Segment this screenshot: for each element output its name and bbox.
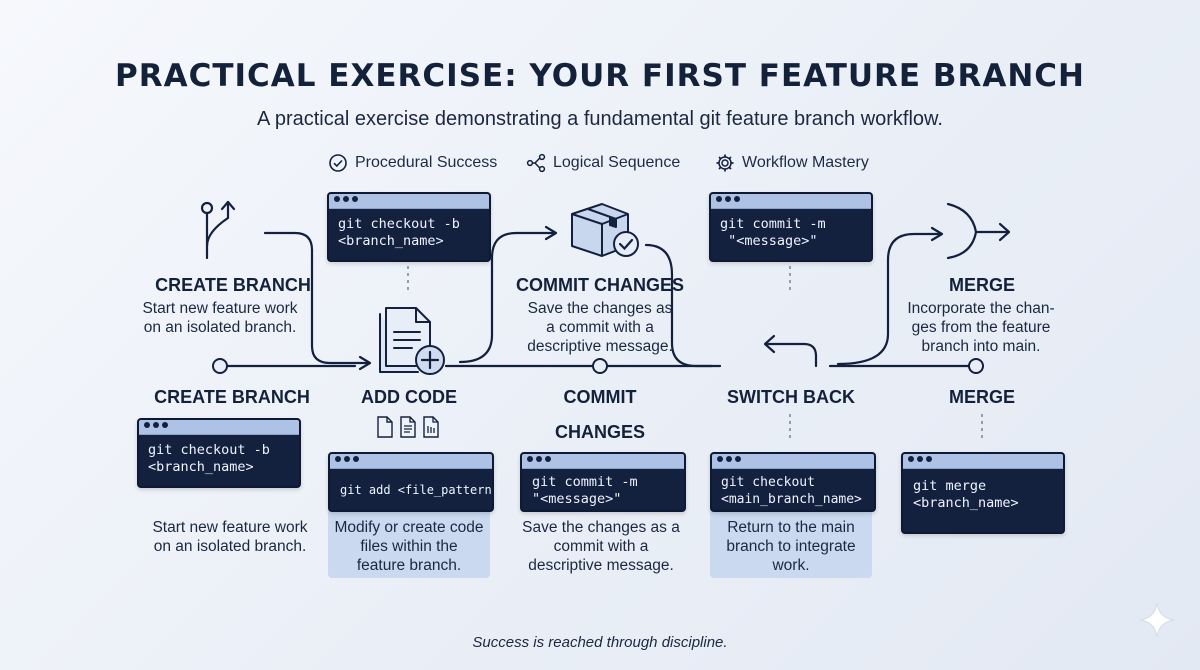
terminal-code: git commit -m"<message>" <box>522 469 684 510</box>
commit-changes-heading: COMMIT CHANGES <box>516 275 684 295</box>
switch-back-heading: SWITCH BACK <box>727 387 855 407</box>
pill-label: Procedural Success <box>355 154 498 171</box>
branch-nodes-icon <box>526 153 546 173</box>
merge-heading: MERGE <box>948 275 1015 295</box>
file-icon <box>377 416 393 438</box>
pill-logical-sequence: Logical Sequence <box>526 152 680 174</box>
terminal-titlebar <box>712 454 874 469</box>
desc-line: descriptive message. <box>527 338 673 355</box>
timeline-node <box>592 358 608 374</box>
desc-line: on an isolated branch. <box>143 319 297 336</box>
switch-back-description: Return to the main branch to integrate w… <box>710 518 872 575</box>
pill-procedural-success: Procedural Success <box>328 152 497 174</box>
commit-step-heading-line2: CHANGES <box>554 422 645 442</box>
return-arrow-icon <box>763 334 818 368</box>
flow-add-to-commit <box>458 231 556 364</box>
merge-arrows-icon <box>946 202 1011 260</box>
terminal-create-branch: git checkout -b<branch_name> <box>137 418 301 488</box>
code-line: "<message>" <box>720 233 818 249</box>
code-line: git commit -m <box>720 216 826 232</box>
file-text-icon <box>400 416 416 438</box>
desc-line: feature branch. <box>356 557 462 574</box>
desc-line: Return to the main <box>727 519 855 536</box>
code-line: <branch_name> <box>913 495 1019 511</box>
footer-tagline: Success is reached through discipline. <box>472 634 728 651</box>
check-circle-icon <box>329 154 347 172</box>
pill-label: Logical Sequence <box>553 154 681 171</box>
merge-step-heading: MERGE <box>948 387 1015 407</box>
code-line: <main_branch_name> <box>721 492 862 507</box>
flow-create-to-add <box>263 231 370 365</box>
desc-line: ges from the feature <box>911 319 1051 336</box>
code-line: <branch_name> <box>148 459 254 475</box>
flow-commit-to-switch <box>644 243 722 368</box>
desc-line: Incorporate the chan- <box>907 300 1055 317</box>
package-check-icon <box>571 203 639 257</box>
code-line: "<message>" <box>532 491 622 507</box>
timeline-node <box>968 358 984 374</box>
terminal-switch-back: git checkout <main_branch_name> <box>710 452 876 512</box>
document-add-icon <box>379 307 445 375</box>
create-branch-step-description: Start new feature work on an isolated br… <box>125 518 335 556</box>
commit-step-heading: COMMIT <box>563 387 637 407</box>
add-code-heading: ADD CODE <box>360 387 457 407</box>
code-line: <branch_name> <box>338 233 444 249</box>
desc-line: descriptive message. <box>528 557 674 574</box>
desc-line: Save the changes as <box>527 300 673 317</box>
terminal-commit-top: git commit -m "<message>" <box>709 192 873 262</box>
terminal-code: git merge<branch_name> <box>903 469 1063 521</box>
code-line: git checkout -b <box>148 442 270 458</box>
merge-description: Incorporate the chan- ges from the featu… <box>895 299 1067 356</box>
desc-line: a commit with a <box>546 319 654 336</box>
desc-line: work. <box>772 557 810 574</box>
terminal-code: git checkout <main_branch_name> <box>712 469 874 510</box>
terminal-commit: git commit -m"<message>" <box>520 452 686 512</box>
page-subtitle: A practical exercise demonstrating a fun… <box>257 108 943 130</box>
commit-changes-description: Save the changes as a commit with a desc… <box>505 299 695 356</box>
file-code-icon <box>423 416 439 438</box>
branch-split-icon <box>200 200 236 260</box>
code-line: git checkout -b <box>338 216 460 232</box>
gear-icon <box>716 154 734 172</box>
desc-line: Modify or create code <box>334 519 484 536</box>
terminal-titlebar <box>329 194 489 209</box>
timeline-node <box>212 358 228 374</box>
terminal-titlebar <box>711 194 871 209</box>
terminal-merge: git merge<branch_name> <box>901 452 1065 534</box>
desc-line: branch to integrate <box>726 538 856 555</box>
sparkle-icon <box>1139 602 1175 638</box>
terminal-add-code: git add <file_pattern> <box>328 452 494 512</box>
terminal-code: git add <file_pattern> <box>340 483 494 497</box>
desc-line: commit with a <box>553 538 649 555</box>
create-branch-description: Start new feature work on an isolated br… <box>130 299 310 337</box>
desc-line: Start new feature work <box>152 519 308 536</box>
desc-line: branch into main. <box>921 338 1041 355</box>
terminal-titlebar <box>139 420 299 435</box>
desc-line: on an isolated branch. <box>153 538 307 555</box>
desc-line: Start new feature work <box>142 300 298 317</box>
terminal-code: git checkout -b<branch_name> <box>329 209 489 257</box>
commit-step-description: Save the changes as a commit with a desc… <box>505 518 697 575</box>
code-line: git merge <box>913 478 987 494</box>
code-line: git commit -m <box>532 474 638 490</box>
terminal-titlebar <box>522 454 684 469</box>
terminal-code: git checkout -b<branch_name> <box>139 435 299 483</box>
create-branch-heading: CREATE BRANCH <box>155 275 311 295</box>
desc-line: Save the changes as a <box>522 519 680 536</box>
terminal-titlebar <box>903 454 1063 469</box>
code-line: git checkout <box>721 475 815 490</box>
terminal-code: git commit -m "<message>" <box>711 209 871 257</box>
create-branch-step-heading: CREATE BRANCH <box>154 387 310 407</box>
pill-workflow-mastery: Workflow Mastery <box>715 152 869 174</box>
page-title: PRACTICAL EXERCISE: YOUR FIRST FEATURE B… <box>114 58 1085 94</box>
desc-line: files within the <box>360 538 458 555</box>
terminal-titlebar <box>330 454 492 469</box>
add-code-description: Modify or create code files within the f… <box>328 518 490 575</box>
flow-switch-to-merge <box>836 232 942 366</box>
pill-label: Workflow Mastery <box>742 154 869 171</box>
terminal-checkout-top: git checkout -b<branch_name> <box>327 192 491 262</box>
file-icons-row <box>376 416 440 438</box>
